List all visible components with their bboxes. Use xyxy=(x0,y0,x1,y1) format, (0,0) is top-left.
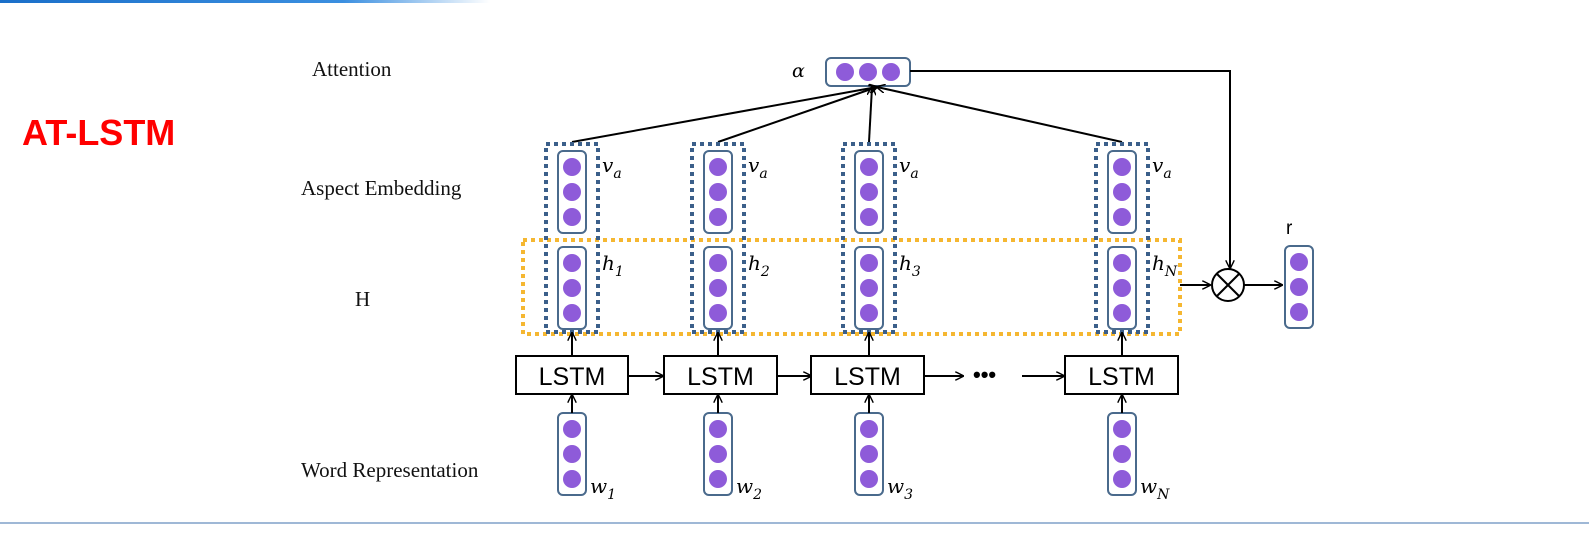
hidden-vector-node xyxy=(563,279,581,297)
aspect-vector-node xyxy=(709,183,727,201)
aspect-label: va xyxy=(748,153,768,182)
attention-line xyxy=(717,87,877,143)
aspect-vector-node xyxy=(563,208,581,226)
word-label: w2 xyxy=(736,474,762,503)
word-vector-node xyxy=(1113,445,1131,463)
hidden-vector-node xyxy=(1113,279,1131,297)
word-label: w3 xyxy=(887,474,913,503)
slide-title: AT-LSTM xyxy=(22,112,176,153)
row-label-hidden: H xyxy=(355,287,371,311)
r-node xyxy=(1290,278,1308,296)
hidden-label: h3 xyxy=(899,251,921,280)
hidden-vector-node xyxy=(860,279,878,297)
aspect-vector-node xyxy=(1113,183,1131,201)
aspect-vector-node xyxy=(1113,208,1131,226)
aspect-hidden-group xyxy=(1094,142,1150,334)
aspect-hidden-group xyxy=(690,142,746,334)
aspect-label: va xyxy=(899,153,919,182)
word-vector-node xyxy=(563,470,581,488)
lstm-cell xyxy=(810,355,925,395)
r-label: r xyxy=(1286,218,1293,239)
lstm-cell xyxy=(663,355,778,395)
word-vector-node xyxy=(563,420,581,438)
alpha-node xyxy=(836,63,854,81)
alpha-label: α xyxy=(792,60,805,82)
hidden-vector-node xyxy=(709,304,727,322)
hidden-vector-node xyxy=(563,254,581,272)
hidden-vector-node xyxy=(860,254,878,272)
word-vector-node xyxy=(709,420,727,438)
attention-line xyxy=(877,87,1123,143)
row-label-attention: Attention xyxy=(312,57,392,81)
hidden-vector-node xyxy=(709,254,727,272)
aspect-vector-node xyxy=(860,158,878,176)
word-vector-node xyxy=(860,470,878,488)
row-label-word-representation: Word Representation xyxy=(301,458,479,482)
hidden-label: hN xyxy=(1152,251,1178,280)
lstm-cell-label: LSTM xyxy=(539,363,606,391)
word-vector-node xyxy=(860,445,878,463)
hidden-vector-node xyxy=(1113,304,1131,322)
alpha-to-multiply-line xyxy=(910,70,1230,268)
aspect-vector-node xyxy=(860,183,878,201)
lstm-cell xyxy=(1064,355,1179,395)
aspect-vector-node xyxy=(709,208,727,226)
aspect-vector-node xyxy=(563,158,581,176)
word-vector-node xyxy=(709,470,727,488)
word-vector-node xyxy=(1113,420,1131,438)
aspect-hidden-group xyxy=(544,142,600,334)
hidden-label: h1 xyxy=(602,251,624,280)
top-accent-gradient xyxy=(0,0,490,3)
word-vector-node xyxy=(563,445,581,463)
hidden-vector-node xyxy=(563,304,581,322)
hidden-vector-node xyxy=(709,279,727,297)
lstm-cell-label: LSTM xyxy=(687,363,754,391)
word-label: wN xyxy=(1140,474,1170,503)
aspect-vector-node xyxy=(860,208,878,226)
attention-line xyxy=(869,87,872,143)
lstm-cell-label: LSTM xyxy=(834,363,901,391)
alpha-node xyxy=(882,63,900,81)
r-node xyxy=(1290,303,1308,321)
multiply-cross xyxy=(1216,273,1240,297)
ellipsis: ••• xyxy=(973,362,996,387)
word-vector-node xyxy=(1113,470,1131,488)
lstm-cell-label: LSTM xyxy=(1088,363,1155,391)
hidden-label: h2 xyxy=(748,251,770,280)
r-node xyxy=(1290,253,1308,271)
bottom-divider xyxy=(0,522,1589,524)
word-vector-node xyxy=(860,420,878,438)
aspect-vector-node xyxy=(709,158,727,176)
hidden-vector-node xyxy=(1113,254,1131,272)
aspect-hidden-group xyxy=(841,142,897,334)
aspect-label: va xyxy=(1152,153,1172,182)
row-label-aspect-embedding: Aspect Embedding xyxy=(301,176,462,200)
lstm-cell xyxy=(515,355,629,395)
aspect-label: va xyxy=(602,153,622,182)
hidden-states-region xyxy=(521,238,1182,336)
alpha-node xyxy=(859,63,877,81)
hidden-vector-node xyxy=(860,304,878,322)
word-label: w1 xyxy=(590,474,616,503)
word-vector-node xyxy=(709,445,727,463)
aspect-vector-node xyxy=(1113,158,1131,176)
aspect-vector-node xyxy=(563,183,581,201)
top-accent-bar xyxy=(0,0,1589,4)
attention-line xyxy=(571,87,877,143)
